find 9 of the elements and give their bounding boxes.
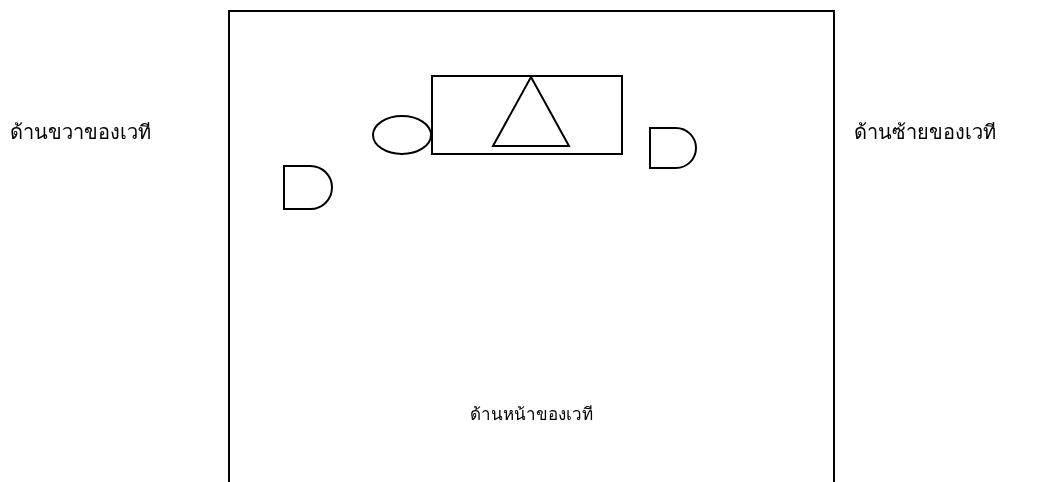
stage-front-label: ด้านหน้าของเวที [470, 403, 593, 426]
ellipse [372, 115, 432, 155]
stage-side-label: ด้านซ้ายของเวที [854, 119, 996, 145]
stage-side-label: ด้านขวาของเวที [10, 119, 151, 145]
triangle [492, 76, 570, 147]
d-shape [283, 165, 333, 210]
stage-area [228, 10, 835, 482]
rectangle [431, 75, 623, 155]
d-shape [649, 127, 697, 169]
